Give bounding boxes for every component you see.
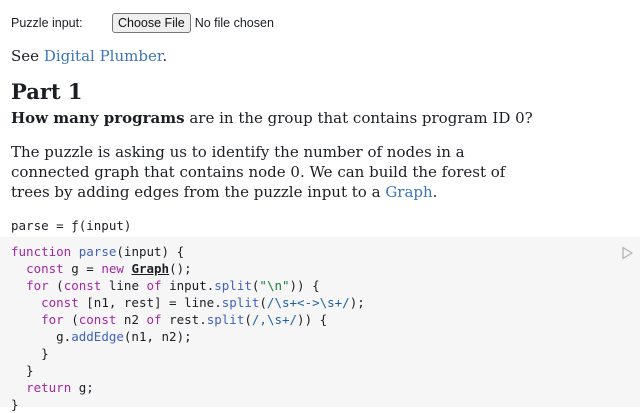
see-line: See Digital Plumber. bbox=[11, 46, 167, 66]
code-line-2: const g = new Graph(); bbox=[26, 261, 192, 276]
digital-plumber-link[interactable]: Digital Plumber bbox=[43, 47, 163, 65]
code-line-6: g.addEdge(n1, n2); bbox=[11, 329, 192, 344]
puzzle-input-label: Puzzle input: bbox=[11, 16, 83, 30]
cell-output[interactable]: parse = ƒ(input) bbox=[11, 218, 132, 233]
graph-reference-link[interactable]: Graph bbox=[131, 261, 170, 276]
code-line-5: for (const n2 of rest.split(/,\s+/)) { bbox=[41, 312, 328, 327]
code-cell[interactable]: function parse(input) { const g = new Gr… bbox=[0, 237, 640, 412]
see-suffix: . bbox=[162, 47, 168, 65]
question-rest: are in the group that contains program I… bbox=[184, 109, 533, 127]
question-bold: How many programs bbox=[11, 109, 185, 127]
part-heading: Part 1 bbox=[11, 79, 83, 104]
code-block[interactable]: function parse(input) { const g = new Gr… bbox=[11, 243, 365, 413]
graph-link[interactable]: Graph bbox=[385, 183, 433, 201]
explanation-paragraph: The puzzle is asking us to identify the … bbox=[11, 142, 516, 202]
code-line-9: return g; bbox=[26, 380, 94, 395]
code-line-8: } bbox=[11, 363, 34, 378]
question: How many programs are in the group that … bbox=[11, 108, 533, 128]
code-line-10: } bbox=[11, 397, 19, 412]
code-line-4: const [n1, rest] = line.split(/\s+<->\s+… bbox=[41, 295, 365, 310]
file-status-text: No file chosen bbox=[194, 16, 274, 30]
code-line-1: function parse(input) { bbox=[11, 244, 185, 259]
puzzle-input-row: Puzzle input: Choose File No file chosen bbox=[11, 12, 274, 34]
paragraph-text-2: . bbox=[432, 183, 438, 201]
paragraph-text-1: The puzzle is asking us to identify the … bbox=[11, 143, 506, 201]
code-line-7: } bbox=[11, 346, 49, 361]
play-triangle-icon[interactable] bbox=[620, 246, 634, 260]
see-prefix: See bbox=[11, 47, 44, 65]
code-line-3: for (const line of input.split("\n")) { bbox=[26, 278, 320, 293]
choose-file-button[interactable]: Choose File bbox=[112, 13, 191, 33]
